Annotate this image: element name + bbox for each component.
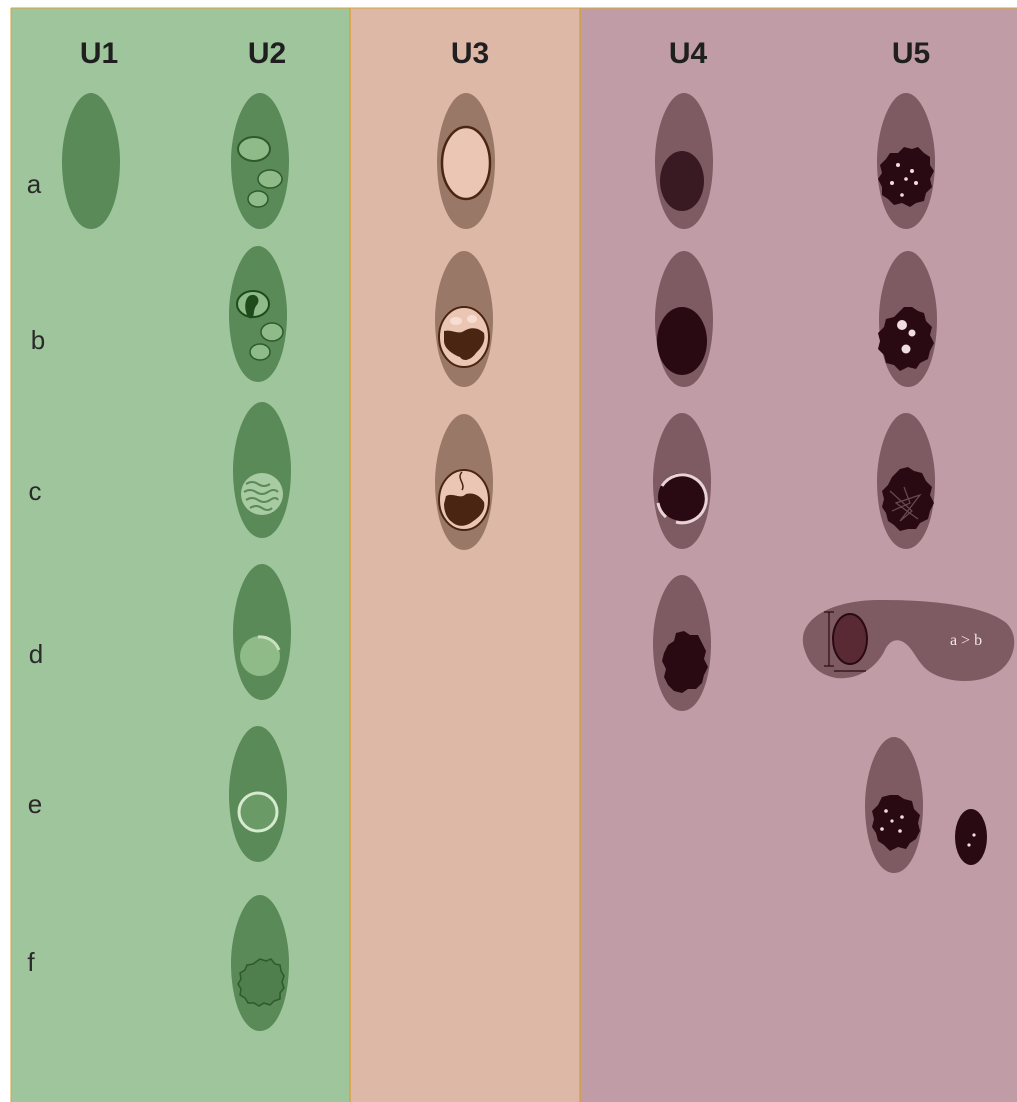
row-label-c: c (29, 476, 42, 506)
node-u5-e-small (955, 809, 987, 865)
row-label-b: b (31, 325, 45, 355)
panel-mauve (580, 8, 1017, 1102)
row-label-e: e (28, 789, 42, 819)
column-header-u1: U1 (80, 37, 118, 70)
row-label-f: f (27, 947, 35, 977)
row-label-d: d (29, 639, 43, 669)
inset-label-a-gt-b: a > b (950, 632, 982, 649)
column-header-u2: U2 (248, 37, 286, 70)
column-header-u4: U4 (669, 37, 708, 70)
column-header-u5: U5 (892, 37, 930, 70)
row-label-a: a (27, 169, 42, 199)
panel-green (11, 8, 350, 1102)
column-header-u3: U3 (451, 37, 489, 70)
